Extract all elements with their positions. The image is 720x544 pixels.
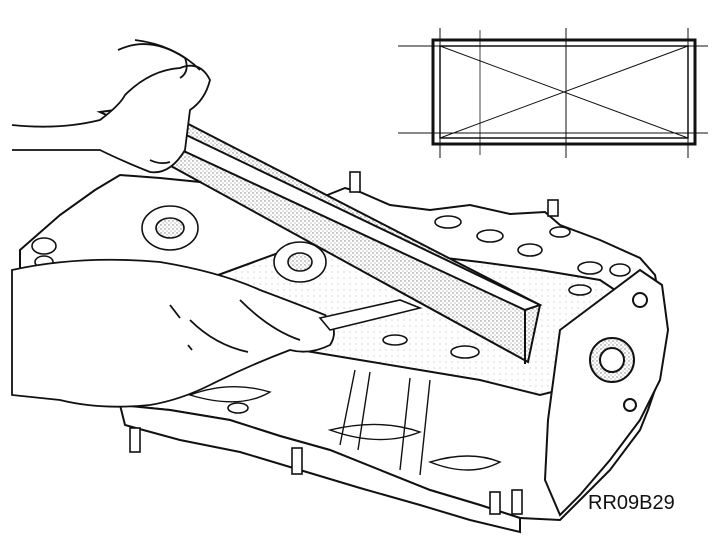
- lower-hand: [11, 258, 335, 408]
- flatness-check-inset: [398, 28, 708, 158]
- inset-diagonal-b: [439, 45, 689, 139]
- manifold-slots: [187, 369, 502, 476]
- head-lower-rail: [118, 403, 521, 534]
- cylinder-head: [19, 173, 670, 534]
- feeler-gauge: [318, 299, 423, 331]
- port-openings: [31, 205, 631, 414]
- inset-outer-frame: [431, 38, 697, 146]
- head-end-face: [543, 268, 670, 517]
- upper-hand: [11, 39, 211, 174]
- head-studs: [129, 171, 559, 515]
- figure-reference-code: RR09B29: [588, 492, 675, 514]
